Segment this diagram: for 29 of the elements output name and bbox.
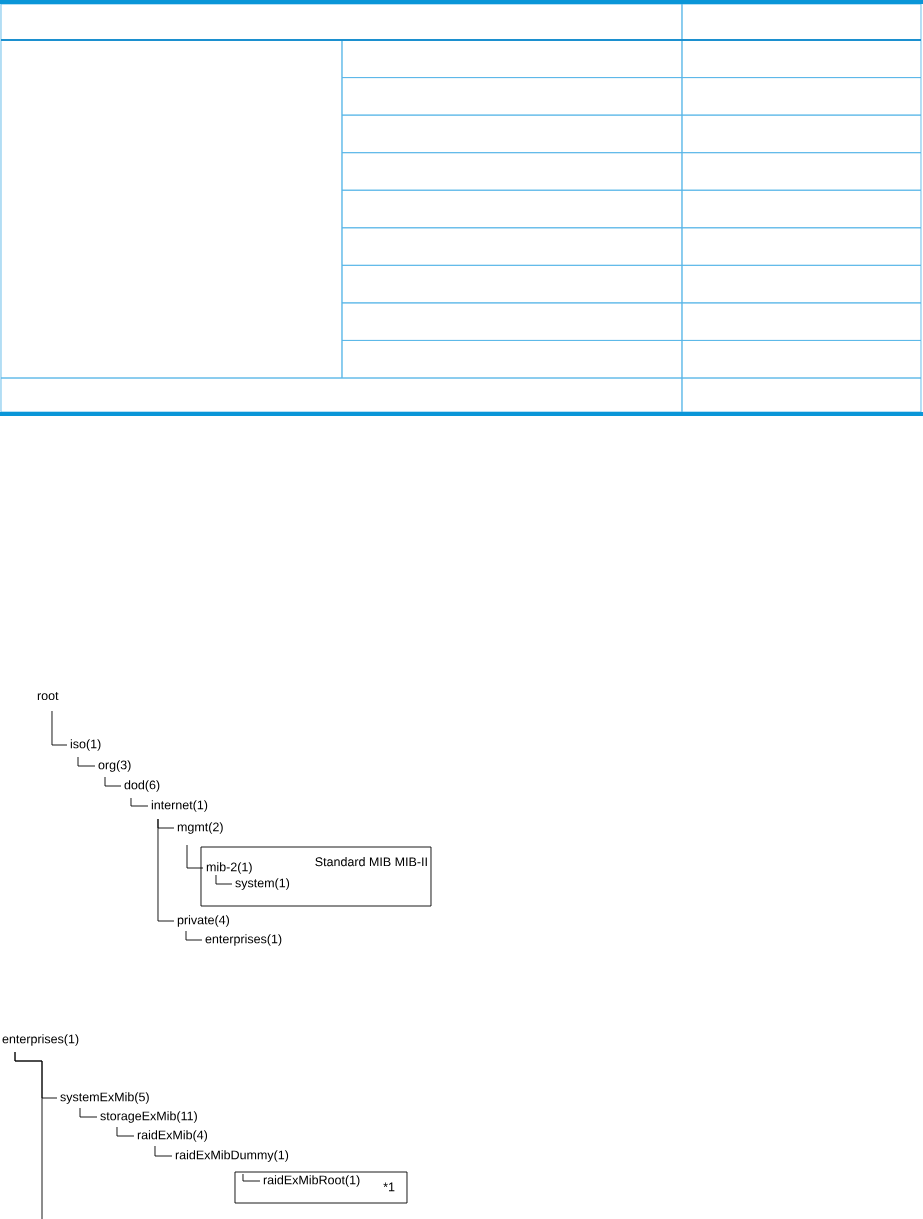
tree-node-label: dod(6) — [124, 780, 160, 792]
tree-node-label: raidExMib(4) — [137, 1130, 208, 1142]
tree-branch — [130, 797, 149, 807]
tree-branch — [215, 874, 233, 885]
tree-branch — [14, 1051, 43, 1219]
tree-node-label: iso(1) — [70, 739, 101, 751]
tree-node-label: storageExMib(11) — [100, 1111, 197, 1123]
tree-branch — [154, 1145, 173, 1157]
tree-node-label: root — [37, 691, 59, 701]
tree-branch — [185, 930, 203, 941]
tree-node-label: mib-2(1) — [206, 862, 252, 874]
tree-node-label: raidExMibDummy(1) — [175, 1150, 289, 1162]
tree-branch — [79, 1107, 98, 1118]
tree-branch — [77, 756, 96, 767]
tree-node-label: org(3) — [98, 760, 131, 772]
tree-branch — [186, 844, 204, 869]
tree-branch — [242, 1173, 261, 1182]
tree-node-label: systemExMib(5) — [60, 1092, 149, 1104]
tree-node-label: internet(1) — [151, 800, 208, 812]
tree-node-label: enterprises(1) — [2, 1034, 79, 1046]
tree-branch — [157, 818, 175, 922]
tree-node-label: raidExMibRoot(1) — [263, 1175, 360, 1187]
tree-branch — [104, 776, 122, 787]
tree-branch — [116, 1126, 135, 1137]
tree-node-label: private(4) — [177, 915, 229, 927]
tree-node-label: mgmt(2) — [177, 822, 223, 834]
tree-node-label: system(1) — [235, 878, 290, 890]
tree-node-label: enterprises(1) — [205, 934, 282, 946]
tree-branch — [51, 710, 68, 746]
